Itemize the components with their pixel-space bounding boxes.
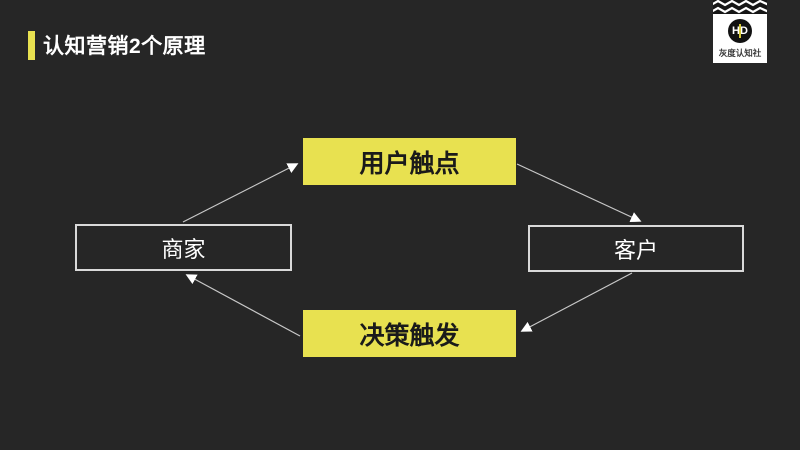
- node-customer: 客户: [528, 225, 744, 272]
- edge-merchant-to-touchpoint: [182, 163, 299, 223]
- zigzag-pattern-icon: [713, 0, 767, 14]
- node-merchant: 商家: [75, 224, 292, 271]
- node-label: 决策触发: [359, 321, 460, 350]
- brand-logo: HD 灰度认知社: [713, 0, 767, 63]
- logo-name: 灰度认知社: [718, 48, 762, 58]
- edge-customer-to-trigger: [520, 272, 633, 332]
- node-label: 客户: [613, 237, 658, 263]
- slide-header: 认知营销2个原理: [28, 30, 206, 60]
- node-user-touchpoint: 用户触点: [303, 138, 516, 185]
- node-label: 用户触点: [359, 149, 460, 178]
- page-title: 认知营销2个原理: [43, 35, 206, 58]
- node-decision-trigger: 决策触发: [303, 310, 516, 357]
- edge-trigger-to-merchant: [185, 274, 301, 337]
- title-accent-bar: [28, 30, 35, 60]
- node-label: 商家: [161, 236, 206, 262]
- hd-monogram-icon: HD: [728, 19, 752, 43]
- logo-yellow-stripe: [739, 24, 741, 38]
- edge-touchpoint-to-customer: [516, 163, 642, 223]
